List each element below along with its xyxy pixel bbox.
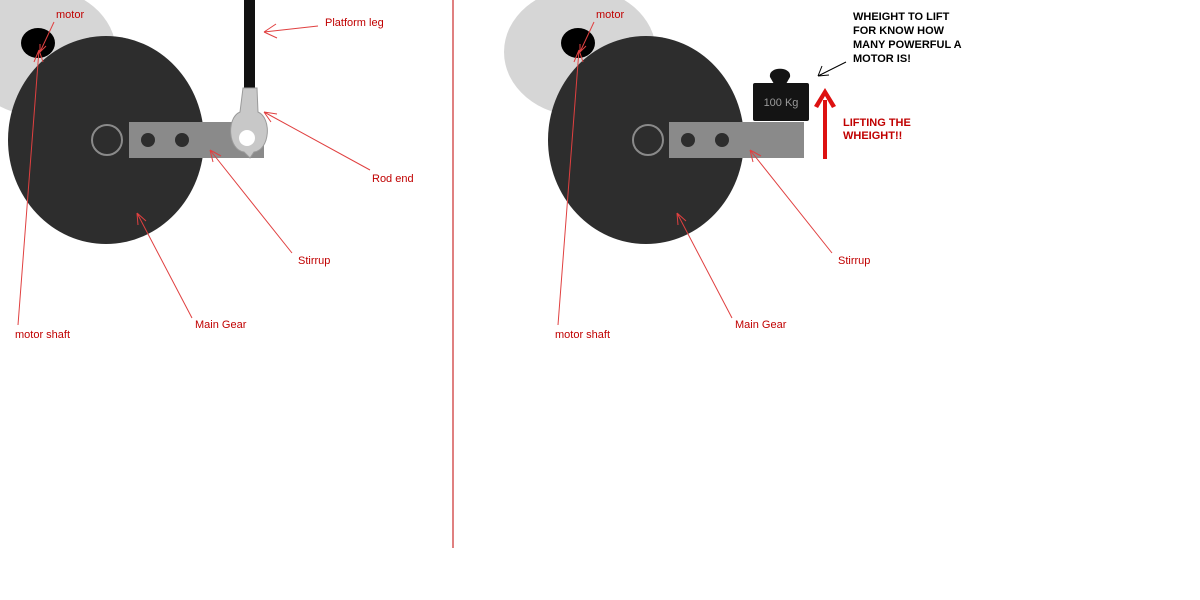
label-lifting-line2: WHEIGHT!! <box>843 130 902 142</box>
weight-box <box>753 83 809 121</box>
stirrup-hole <box>715 133 729 147</box>
weight: 100 Kg <box>753 68 809 121</box>
label-motor-shaft: motor shaft <box>15 329 70 341</box>
main-gear <box>548 36 744 244</box>
main-gear <box>8 36 204 244</box>
label-motor: motor <box>596 9 624 21</box>
gear-hub <box>91 124 123 156</box>
label-main-gear: Main Gear <box>735 319 787 331</box>
motor-shaft <box>21 28 55 58</box>
label-stirrup: Stirrup <box>298 255 330 267</box>
rod-end-eye <box>239 130 255 146</box>
label-motor: motor <box>56 9 84 21</box>
leader-platform-leg <box>263 23 319 39</box>
motor-shaft <box>561 28 595 58</box>
weight-note-line: MOTOR IS! <box>853 53 911 65</box>
weight-note-line: WHEIGHT TO LIFT <box>853 11 950 23</box>
leader-lines <box>17 21 371 326</box>
rod-end <box>230 87 268 159</box>
leader-motor <box>39 21 55 53</box>
leader-main-gear <box>136 212 193 319</box>
right-diagram: 100 Kg motor Stirrup Main Gear motor sha… <box>504 0 962 341</box>
leader-stirrup <box>749 149 833 254</box>
leader-weight-note <box>817 61 847 77</box>
label-motor-shaft: motor shaft <box>555 329 610 341</box>
platform-leg <box>244 0 255 88</box>
label-rod-end: Rod end <box>372 173 414 185</box>
leader-lines <box>557 21 833 326</box>
leader-stirrup <box>209 149 293 254</box>
leader-rod-end <box>263 111 371 171</box>
label-platform-leg: Platform leg <box>325 17 384 29</box>
label-main-gear: Main Gear <box>195 319 247 331</box>
label-stirrup: Stirrup <box>838 255 870 267</box>
label-lifting-line1: LIFTING THE <box>843 117 911 129</box>
lift-arrow <box>814 88 836 159</box>
leader-main-gear <box>676 212 733 319</box>
weight-handle <box>769 68 791 84</box>
stirrup-hole <box>681 133 695 147</box>
weight-note-line: FOR KNOW HOW <box>853 25 945 37</box>
leader-motor-shaft <box>17 49 44 326</box>
stirrup-hole <box>175 133 189 147</box>
leader-motor-shaft <box>557 49 584 326</box>
leader-motor <box>579 21 595 53</box>
weight-label: 100 Kg <box>764 97 799 109</box>
stirrup-hole <box>141 133 155 147</box>
gear-hub <box>632 124 664 156</box>
left-diagram: motor Platform leg Rod end Stirrup Main … <box>0 0 414 341</box>
weight-note-line: MANY POWERFUL A <box>853 39 962 51</box>
